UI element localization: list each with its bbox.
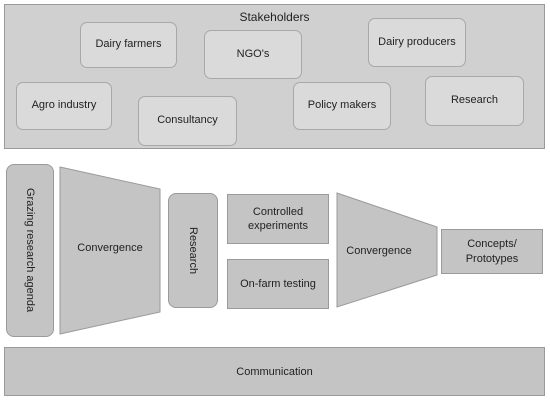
controlled-experiments-box: Controlled experiments (227, 194, 329, 244)
concepts-prototypes-box: Concepts/ Prototypes (441, 229, 543, 274)
grazing-research-agenda-box: Grazing research agenda (6, 164, 54, 337)
stakeholder-consultancy: Consultancy (138, 96, 237, 146)
research-label: Research (187, 226, 200, 275)
stakeholder-ngos: NGO's (204, 30, 302, 79)
convergence-label-2: Convergence (346, 245, 412, 257)
stakeholder-agro-industry: Agro industry (16, 82, 112, 130)
convergence-label-1: Convergence (77, 242, 143, 254)
stakeholders-title: Stakeholders (239, 10, 310, 24)
on-farm-testing-box: On-farm testing (227, 259, 329, 309)
grazing-research-agenda-label: Grazing research agenda (24, 188, 37, 313)
stakeholder-dairy-farmers: Dairy farmers (80, 22, 177, 68)
stakeholder-research: Research (425, 76, 524, 126)
communication-bar: Communication (4, 347, 545, 396)
stakeholder-dairy-producers: Dairy producers (368, 18, 466, 67)
stakeholder-policy-makers: Policy makers (293, 82, 391, 130)
research-box: Research (168, 193, 218, 308)
